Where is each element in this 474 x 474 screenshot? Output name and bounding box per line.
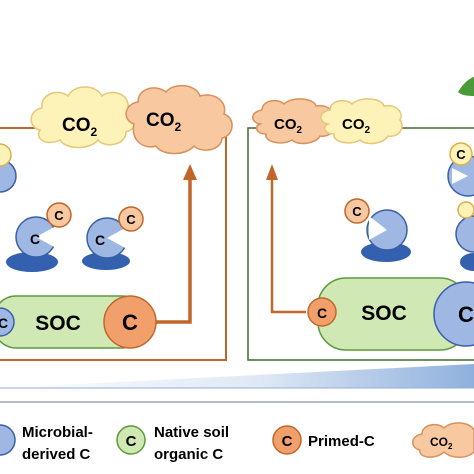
native-c-label: C — [126, 433, 137, 450]
legend-item-co2: CO2 — [412, 422, 474, 458]
co2-text: CO — [274, 116, 297, 133]
microbial-c-label: C — [458, 302, 474, 327]
co2-text: CO — [62, 115, 91, 136]
microbial-c-label: C — [0, 315, 8, 331]
co2-subscript: 2 — [91, 125, 98, 139]
legend-microbial-line2: derived C — [22, 446, 91, 463]
co2-cloud-orange-left: CO2 — [125, 84, 233, 155]
primed-c-label: C — [126, 212, 136, 227]
legend-native-line2: organic C — [154, 446, 223, 463]
microbial-c-marker — [0, 424, 16, 456]
co2-subscript: 2 — [365, 125, 371, 136]
soc-label: SOC — [35, 312, 81, 335]
primed-c-label: C — [317, 305, 327, 321]
microbial-c-big — [433, 281, 474, 347]
native-c-label: C — [456, 147, 466, 162]
soc-pool-left: C SOC C — [0, 295, 157, 349]
microbial-c-marker — [0, 307, 15, 337]
right-panel: CO2 CO2 C C — [247, 76, 474, 361]
co2-subscript: 2 — [175, 120, 182, 134]
primed-c-marker — [307, 297, 337, 327]
gradient-band — [0, 364, 474, 388]
primed-c-arrow-left — [156, 164, 197, 324]
microbial-c-label: C — [95, 232, 105, 248]
primed-c-marker — [46, 202, 72, 228]
co2-cloud-orange-right: CO2 — [252, 98, 335, 145]
primed-c-label: C — [282, 433, 293, 450]
co2-cloud-pale-right: CO2 — [320, 98, 403, 145]
microbe-edge-right-top: C — [447, 142, 474, 197]
primed-c-label: C — [54, 208, 64, 223]
legend-item-primed: C Primed-C — [272, 425, 375, 455]
native-c-marker — [449, 142, 473, 166]
primed-c-marker — [118, 206, 144, 232]
co2-text: CO — [146, 110, 175, 131]
co2-text: CO — [342, 116, 365, 133]
legend-item-native: C Native soil organic C — [116, 424, 229, 463]
microbial-c-label: C — [30, 231, 40, 247]
microbe-with-primed-c: C — [344, 198, 411, 262]
microbe-edge-left — [0, 143, 17, 193]
native-c-marker — [116, 425, 146, 455]
microbe-base — [6, 252, 58, 272]
primed-c-label: C — [352, 204, 362, 219]
primed-c-label: C — [122, 310, 138, 335]
primed-c-arrow-right — [266, 164, 306, 314]
svg-text:CO2: CO2 — [146, 110, 182, 134]
soc-label: SOC — [361, 302, 407, 325]
co2-subscript: 2 — [297, 125, 303, 136]
legend-frame — [0, 401, 474, 403]
left-panel: CO2 CO2 C C C C — [0, 84, 233, 361]
svg-text:CO2: CO2 — [274, 116, 303, 136]
svg-text:CO2: CO2 — [62, 115, 98, 139]
co2-subscript: 2 — [448, 442, 453, 451]
co2-text: CO — [430, 435, 448, 449]
legend: Microbial- derived C C Native soil organ… — [0, 401, 474, 463]
primed-c-marker — [344, 198, 370, 224]
soc-pool-right: C SOC C — [307, 277, 474, 351]
microbe-with-primed-c: C C — [82, 206, 144, 270]
microbe-edge-right-mid — [455, 201, 474, 271]
plant-leaf — [458, 76, 474, 96]
legend-native-line1: Native soil — [154, 424, 229, 441]
svg-text:CO2: CO2 — [342, 116, 371, 136]
legend-primed: Primed-C — [308, 433, 375, 450]
legend-item-microbial: Microbial- derived C — [0, 424, 93, 463]
co2-cloud-pale-left: CO2 — [30, 86, 138, 149]
microbe-base — [82, 252, 130, 270]
primed-c-marker — [272, 425, 302, 455]
legend-microbial-line1: Microbial- — [22, 424, 93, 441]
microbe-with-primed-c: C C — [6, 202, 72, 272]
svg-text:CO2: CO2 — [430, 435, 453, 451]
